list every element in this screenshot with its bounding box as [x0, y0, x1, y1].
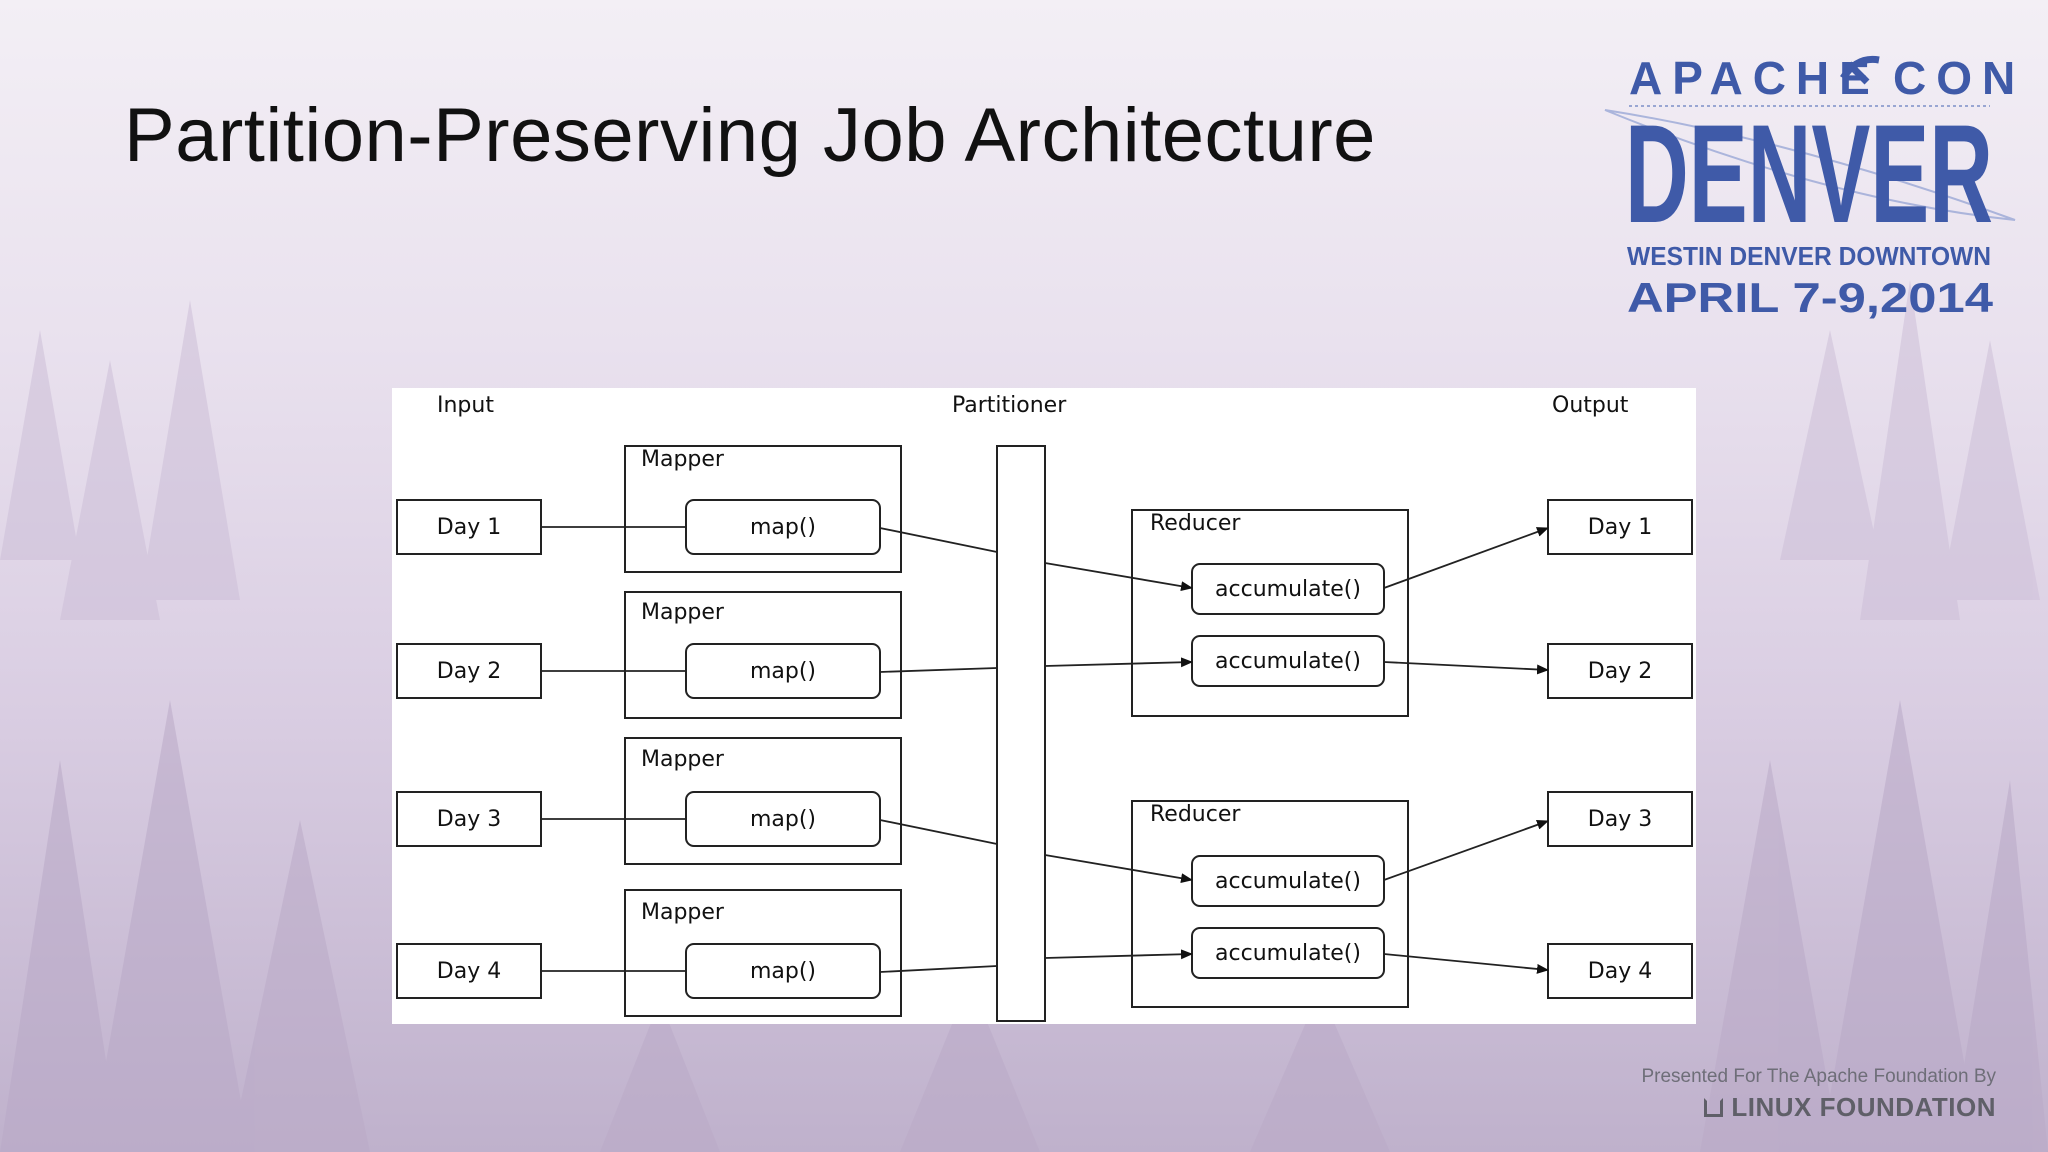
output-header: Output	[1552, 393, 1629, 418]
linux-foundation-icon	[1704, 1098, 1724, 1117]
mapper-1-label: Mapper	[641, 447, 725, 472]
job-architecture-diagram: Input Partitioner Output Mapper map() Ma…	[396, 393, 1693, 1022]
mapper-4-map-fn: map()	[750, 959, 816, 984]
mapper-4-label: Mapper	[641, 900, 725, 925]
input-day-2: Day 2	[396, 643, 542, 699]
linux-foundation-logo: LINUX FOUNDATION	[1560, 1092, 1996, 1123]
reducer-1-accumulate-1: accumulate()	[1215, 577, 1361, 602]
svg-text:Day 3: Day 3	[1588, 807, 1652, 832]
output-day-3: Day 3	[1547, 791, 1693, 847]
input-header: Input	[437, 393, 494, 418]
edge-map2-partitioner	[879, 667, 998, 673]
partitioner-bar	[996, 445, 1046, 1022]
input-day-3: Day 3	[396, 791, 542, 847]
svg-text:Day 4: Day 4	[437, 959, 501, 984]
reducer-2-accumulate-1: accumulate()	[1215, 869, 1361, 894]
logo-venue: WESTIN DENVER DOWNTOWN	[1627, 241, 1991, 271]
edge-partitioner-acc4	[1044, 949, 1193, 960]
input-day-4: Day 4	[396, 943, 542, 999]
output-day-4: Day 4	[1547, 943, 1693, 999]
presented-by-text: Presented For The Apache Foundation By	[1641, 1066, 1996, 1087]
logo-apache: APACHE	[1629, 52, 1880, 104]
svg-text:Day 2: Day 2	[437, 659, 501, 684]
svg-text:Day 1: Day 1	[1588, 515, 1652, 540]
edge-acc1-output1	[1383, 527, 1549, 589]
logo-city: DENVER	[1625, 95, 1993, 252]
edge-map1-partitioner	[879, 527, 998, 553]
diagram-panel: Input Partitioner Output Mapper map() Ma…	[392, 388, 1696, 1024]
edge-partitioner-acc1	[1044, 562, 1193, 592]
apachecon-denver-logo: APACHE CON DENVER WESTIN DENVER DOWNTOWN…	[1604, 52, 2025, 320]
linux-foundation-name: LINUX FOUNDATION	[1731, 1092, 1996, 1122]
mapper-3-map-fn: map()	[750, 807, 816, 832]
edge-map4-partitioner	[879, 965, 998, 973]
reducer-1: Reducer accumulate() accumulate()	[1131, 509, 1409, 717]
logo-con: CON	[1893, 52, 2025, 104]
edge-acc2-output2	[1383, 661, 1549, 675]
edge-partitioner-acc3	[1044, 854, 1193, 884]
edge-acc3-output3	[1383, 820, 1549, 881]
svg-text:Day 2: Day 2	[1588, 659, 1652, 684]
pickaxe-icon	[1840, 55, 1880, 85]
reducer-2-label: Reducer	[1150, 802, 1241, 827]
mapper-2-label: Mapper	[641, 600, 725, 625]
mapper-1-map-fn: map()	[750, 515, 816, 540]
slide-title: Partition-Preserving Job Architecture	[124, 93, 1376, 178]
edge-acc4-output4	[1383, 953, 1549, 974]
mapper-1: Mapper map()	[624, 445, 902, 573]
reducer-2-accumulate-2: accumulate()	[1215, 941, 1361, 966]
input-day-1: Day 1	[396, 499, 542, 555]
svg-text:Day 3: Day 3	[437, 807, 501, 832]
partitioner-header: Partitioner	[952, 393, 1067, 418]
svg-text:Day 1: Day 1	[437, 515, 501, 540]
mapper-2: Mapper map()	[624, 591, 902, 719]
edge-map3-partitioner	[879, 819, 998, 845]
reducer-1-accumulate-2: accumulate()	[1215, 649, 1361, 674]
mapper-3-label: Mapper	[641, 747, 725, 772]
mapper-4: Mapper map()	[624, 889, 902, 1017]
edge-partitioner-acc2	[1044, 657, 1193, 668]
feather-icon	[1604, 109, 2016, 221]
reducer-2: Reducer accumulate() accumulate()	[1131, 800, 1409, 1008]
logo-dates: APRIL 7-9,2014	[1627, 274, 1994, 320]
output-day-2: Day 2	[1547, 643, 1693, 699]
output-day-1: Day 1	[1547, 499, 1693, 555]
footer: Presented For The Apache Foundation By L…	[1560, 1066, 1996, 1123]
mapper-3: Mapper map()	[624, 737, 902, 865]
reducer-1-label: Reducer	[1150, 511, 1241, 536]
mapper-2-map-fn: map()	[750, 659, 816, 684]
svg-text:Day 4: Day 4	[1588, 959, 1652, 984]
